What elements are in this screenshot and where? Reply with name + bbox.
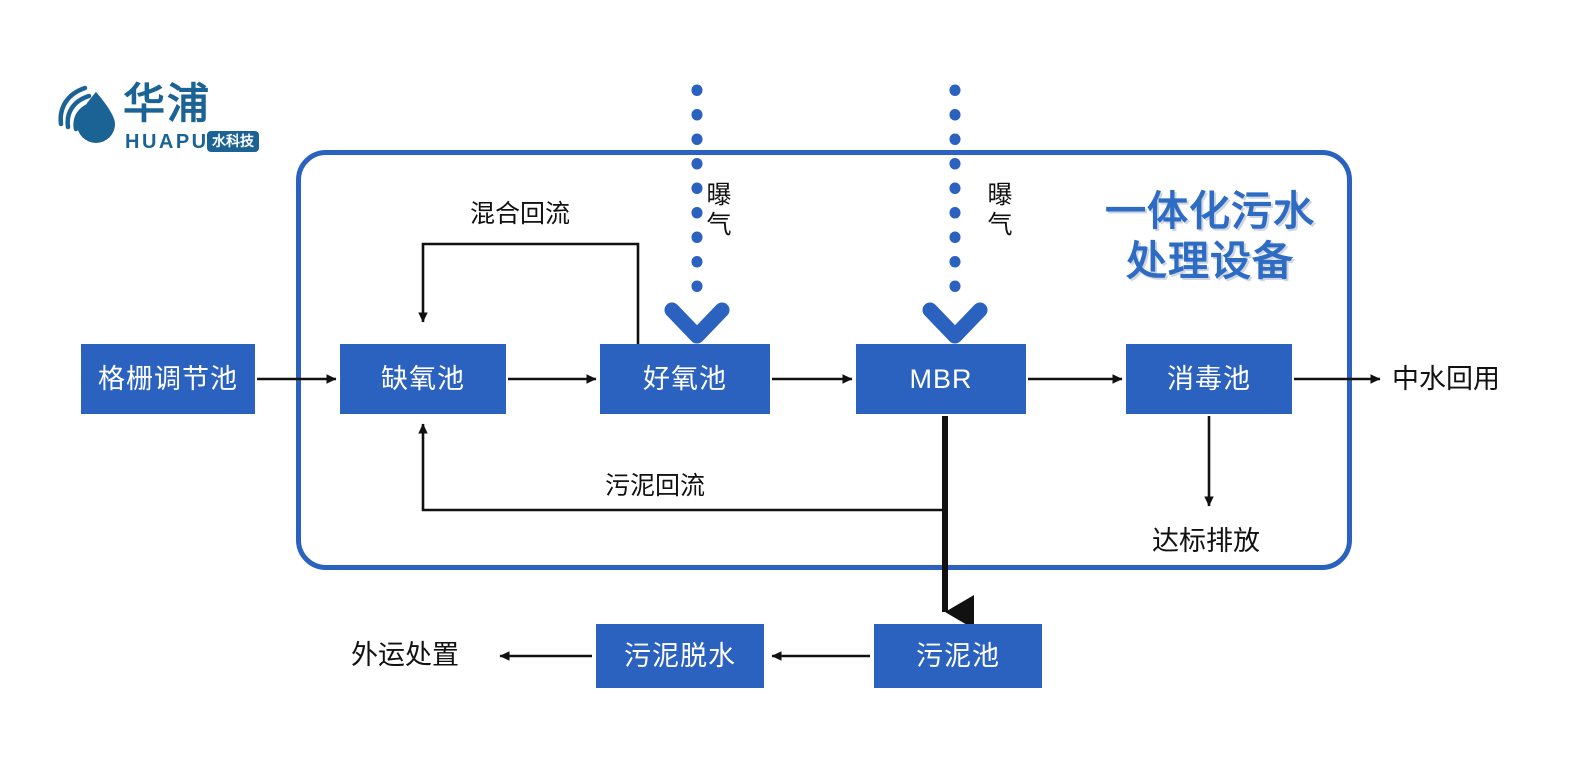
aeration-label-mbr: 曝气: [987, 181, 1013, 239]
brand-logo: 华浦 HUAPU 水科技: [55, 78, 259, 173]
equipment-title-line1: 一体化污水: [1105, 188, 1315, 234]
equipment-title-line2: 处理设备: [1126, 238, 1294, 284]
process-box-grille[interactable]: 格栅调节池: [81, 344, 255, 414]
text-node-external-disposal: 外运处置: [351, 640, 459, 670]
equipment-title: 一体化污水 处理设备: [1090, 186, 1330, 286]
aeration-label-aerobic: 曝气: [706, 181, 732, 239]
process-box-label: 污泥脱水: [624, 640, 736, 671]
process-box-aerobic[interactable]: 好氧池: [600, 344, 770, 414]
brand-name-cn: 华浦: [123, 80, 212, 127]
process-box-label: 污泥池: [916, 640, 1000, 671]
process-box-sludge-dewater[interactable]: 污泥脱水: [596, 624, 764, 688]
process-box-label: MBR: [909, 363, 973, 394]
process-box-sludge-tank[interactable]: 污泥池: [874, 624, 1042, 688]
water-drop-waves-logo-icon: [55, 80, 123, 146]
process-box-label: 好氧池: [643, 363, 727, 394]
process-box-mbr[interactable]: MBR: [856, 344, 1026, 414]
flow-label-sludge-return: 污泥回流: [605, 472, 706, 500]
brand-badge: 水科技: [207, 131, 259, 152]
process-box-label: 格栅调节池: [98, 363, 238, 394]
integrated-equipment-container: [296, 150, 1352, 570]
brand-name-en: HUAPU: [125, 131, 209, 153]
process-box-disinfect[interactable]: 消毒池: [1126, 344, 1292, 414]
process-box-label: 消毒池: [1167, 363, 1251, 394]
text-node-compliant-discharge: 达标排放: [1152, 526, 1260, 556]
process-box-label: 缺氧池: [381, 363, 465, 394]
flow-label-mixed-reflux: 混合回流: [470, 200, 571, 228]
process-box-anoxic[interactable]: 缺氧池: [340, 344, 506, 414]
text-node-reclaimed-water: 中水回用: [1392, 364, 1500, 394]
